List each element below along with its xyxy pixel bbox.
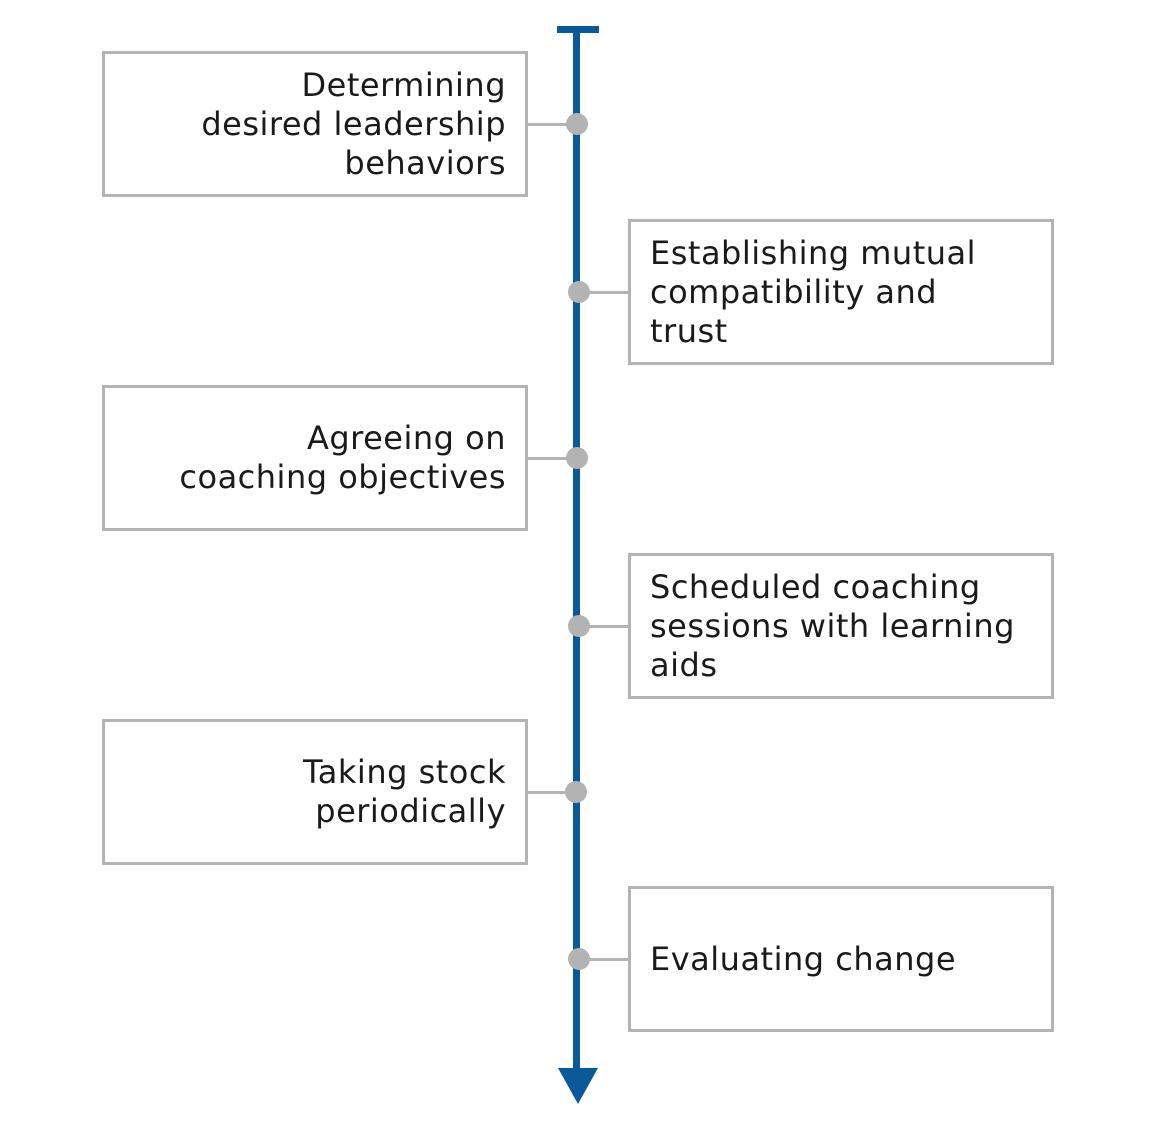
step-node-3 bbox=[566, 447, 588, 469]
step-node-4 bbox=[568, 615, 590, 637]
step-node-2 bbox=[568, 281, 590, 303]
step-node-1 bbox=[566, 113, 588, 135]
step-node-6 bbox=[568, 948, 590, 970]
step-connector-1 bbox=[527, 123, 577, 126]
timeline-axis bbox=[573, 29, 580, 1075]
step-box-3: Agreeing on coaching objectives bbox=[102, 385, 528, 531]
step-label: Taking stock periodically bbox=[303, 753, 506, 830]
step-connector-2 bbox=[578, 291, 630, 294]
step-node-5 bbox=[565, 781, 587, 803]
step-connector-3 bbox=[527, 457, 577, 460]
step-box-2: Establishing mutual compatibility and tr… bbox=[628, 219, 1054, 365]
step-box-1: Determining desired leadership behaviors bbox=[102, 51, 528, 197]
step-label: Agreeing on coaching objectives bbox=[179, 419, 506, 496]
step-label: Establishing mutual compatibility and tr… bbox=[650, 233, 977, 350]
timeline-arrow-icon bbox=[558, 1068, 598, 1104]
step-box-5: Taking stock periodically bbox=[102, 719, 528, 865]
step-box-6: Evaluating change bbox=[628, 886, 1054, 1032]
step-label: Evaluating change bbox=[650, 939, 957, 978]
step-connector-5 bbox=[527, 791, 577, 794]
step-connector-4 bbox=[578, 625, 630, 628]
step-label: Determining desired leadership behaviors bbox=[201, 65, 506, 182]
step-box-4: Scheduled coaching sessions with learnin… bbox=[628, 553, 1054, 699]
step-connector-6 bbox=[578, 958, 630, 961]
step-label: Scheduled coaching sessions with learnin… bbox=[650, 567, 1015, 684]
